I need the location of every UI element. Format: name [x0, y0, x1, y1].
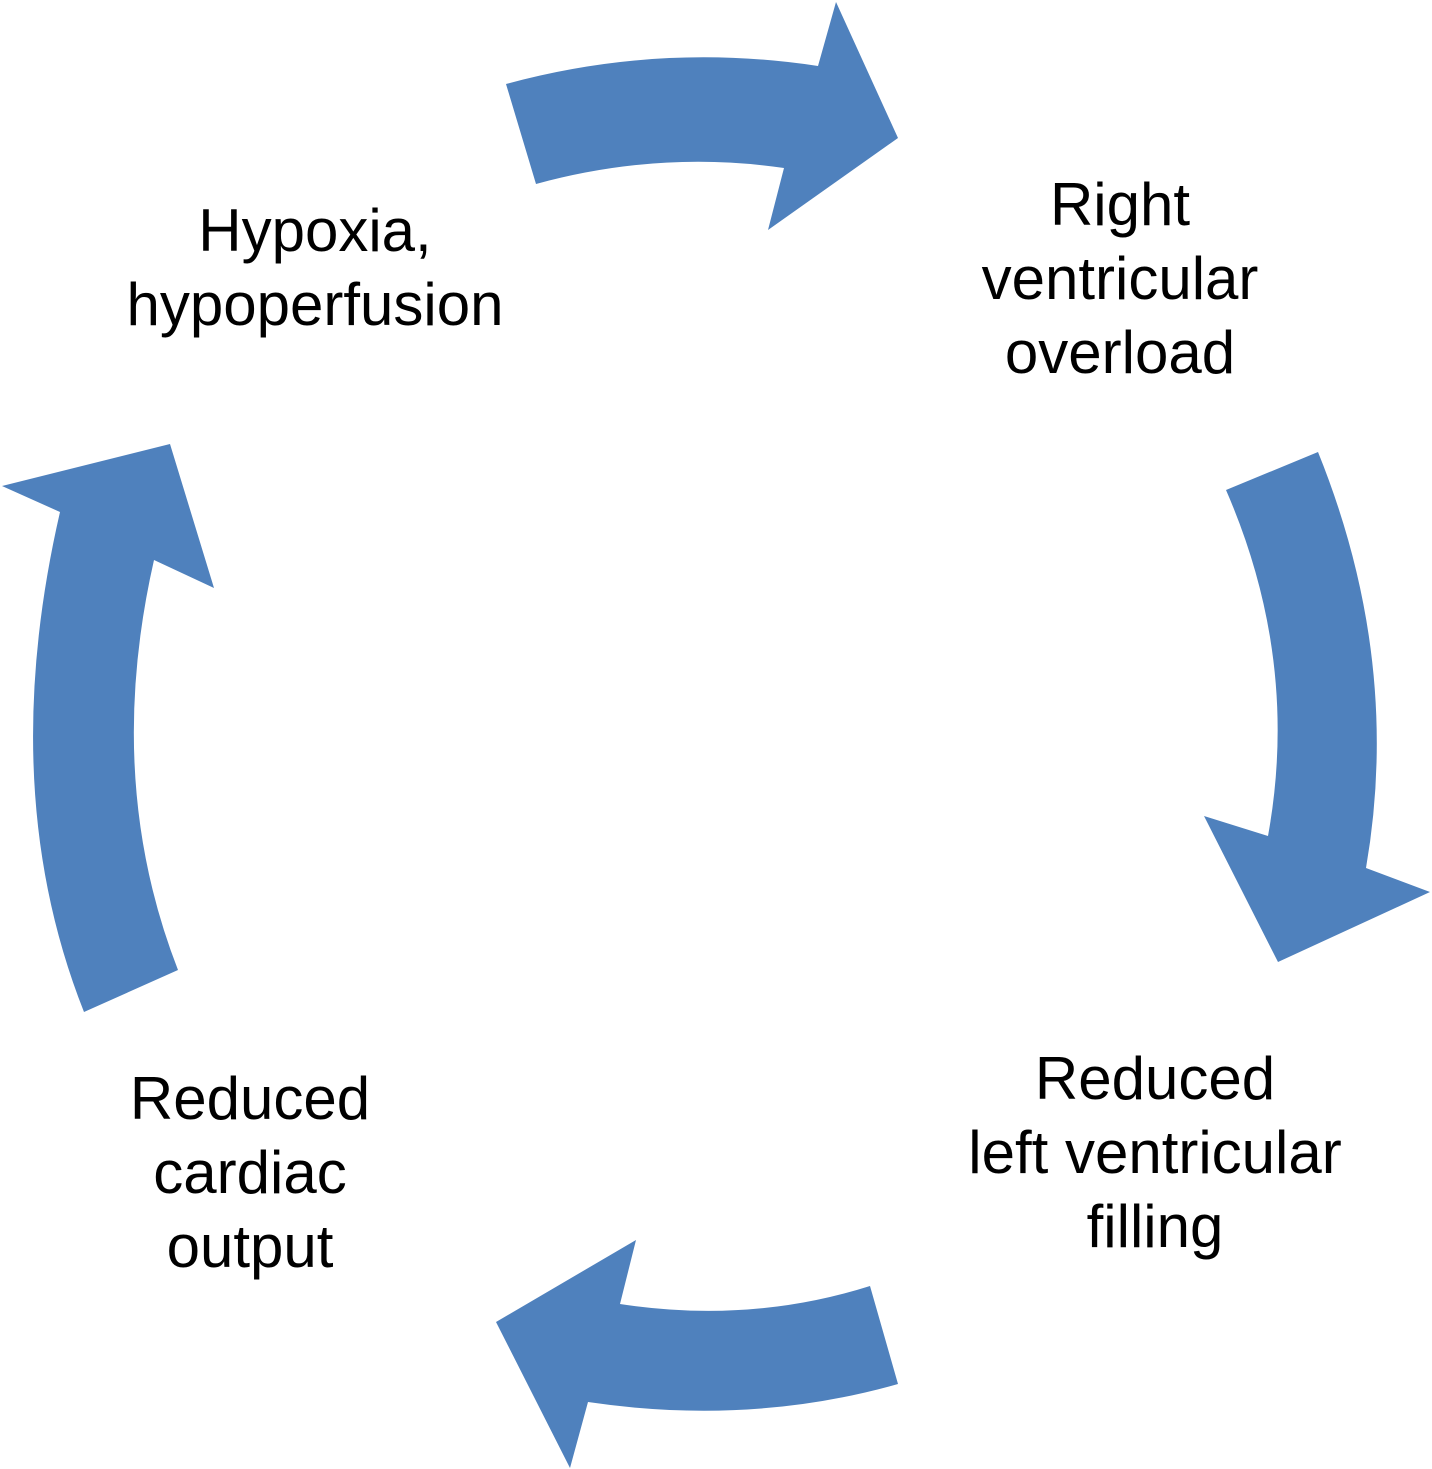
node-right-ventricular-overload: Right ventricular overload: [930, 168, 1310, 390]
node-rv-overload-line-2: ventricular: [981, 245, 1259, 312]
arrow-lv-filling-to-cardiac-output: [496, 1240, 898, 1468]
node-reduced-cardiac-output: Reduced cardiac output: [60, 1062, 440, 1284]
node-cardiac-output-line-1: Reduced: [129, 1065, 371, 1132]
arrow-rv-overload-to-lv-filling: [1204, 452, 1430, 962]
node-cardiac-output-line-3: output: [166, 1213, 334, 1280]
node-lv-filling-line-2: left ventricular: [968, 1119, 1342, 1186]
arrow-cardiac-output-to-hypoxia: [2, 444, 214, 1012]
node-hypoxia-line-1: Hypoxia,: [198, 197, 432, 264]
node-hypoxia-line-2: hypoperfusion: [126, 271, 504, 338]
node-rv-overload-line-3: overload: [1004, 319, 1236, 386]
node-hypoxia-hypoperfusion: Hypoxia, hypoperfusion: [100, 194, 530, 342]
node-cardiac-output-line-2: cardiac: [153, 1139, 347, 1206]
node-rv-overload-line-1: Right: [1049, 171, 1191, 238]
arrow-hypoxia-to-rv-overload: [506, 2, 898, 230]
node-lv-filling-line-1: Reduced: [1034, 1045, 1276, 1112]
node-reduced-lv-filling: Reduced left ventricular filling: [930, 1042, 1380, 1264]
node-lv-filling-line-3: filling: [1086, 1193, 1224, 1260]
